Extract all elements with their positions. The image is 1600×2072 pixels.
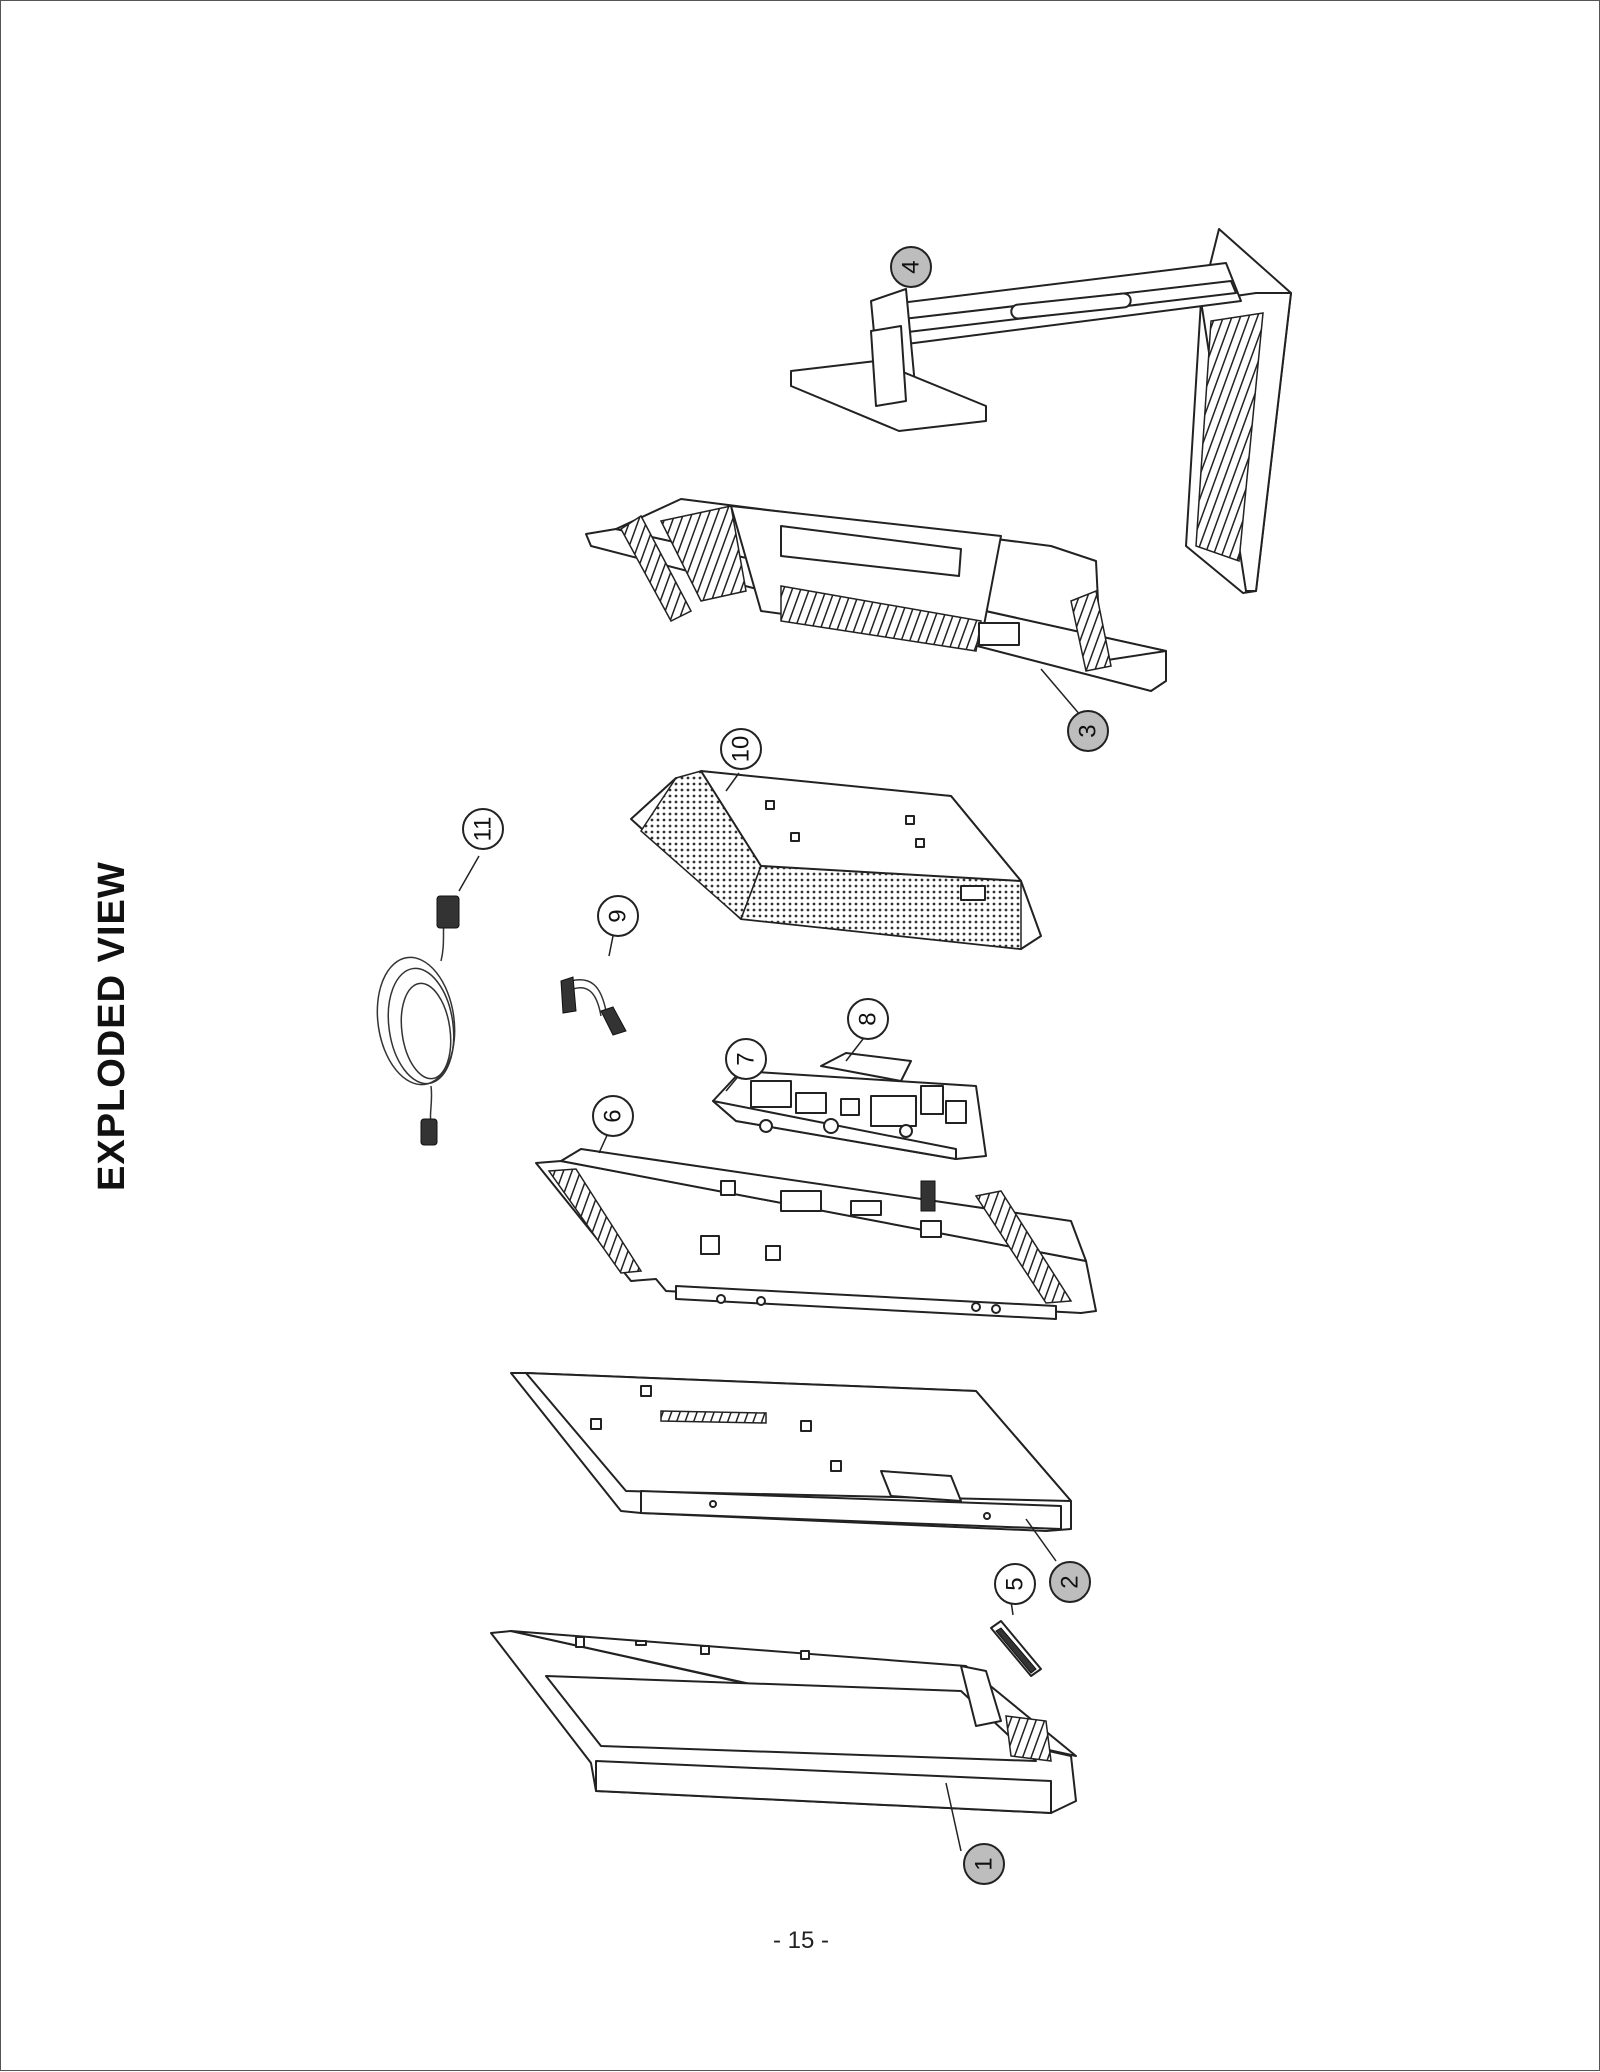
callout-2: 2 [1049, 1561, 1091, 1603]
callout-10: 10 [720, 728, 762, 770]
part-pcb-boards [712, 1038, 987, 1160]
svg-text:7: 7 [733, 1052, 760, 1065]
callout-9: 9 [597, 895, 639, 937]
svg-text:3: 3 [1075, 724, 1102, 737]
callout-1: 1 [963, 1843, 1005, 1885]
part-shield-box [630, 770, 1042, 950]
callout-11: 11 [462, 808, 504, 850]
callout-8: 8 [847, 998, 889, 1040]
part-stand [790, 228, 1292, 594]
svg-text:9: 9 [605, 909, 632, 922]
svg-text:2: 2 [1057, 1575, 1084, 1588]
part-key-pcb [990, 1600, 1042, 1677]
callout-6: 6 [592, 1095, 634, 1137]
part-rear-cover [585, 498, 1167, 717]
svg-text:1: 1 [971, 1857, 998, 1870]
svg-text:6: 6 [600, 1109, 627, 1122]
svg-text:5: 5 [1002, 1577, 1029, 1590]
callout-4: 4 [890, 246, 932, 288]
part-front-bezel [490, 1630, 1077, 1852]
svg-text:10: 10 [728, 736, 755, 763]
part-power-cord [376, 855, 480, 1146]
svg-text:11: 11 [470, 817, 497, 842]
part-lcd-panel [510, 1372, 1072, 1562]
svg-text:4: 4 [898, 260, 925, 273]
page-number: - 15 - [772, 1927, 829, 1954]
part-cable [560, 935, 627, 1036]
callout-5: 5 [994, 1563, 1036, 1605]
callout-3: 3 [1067, 710, 1109, 752]
svg-text:8: 8 [855, 1012, 882, 1025]
part-chassis-frame [535, 1130, 1097, 1320]
callout-7: 7 [725, 1038, 767, 1080]
